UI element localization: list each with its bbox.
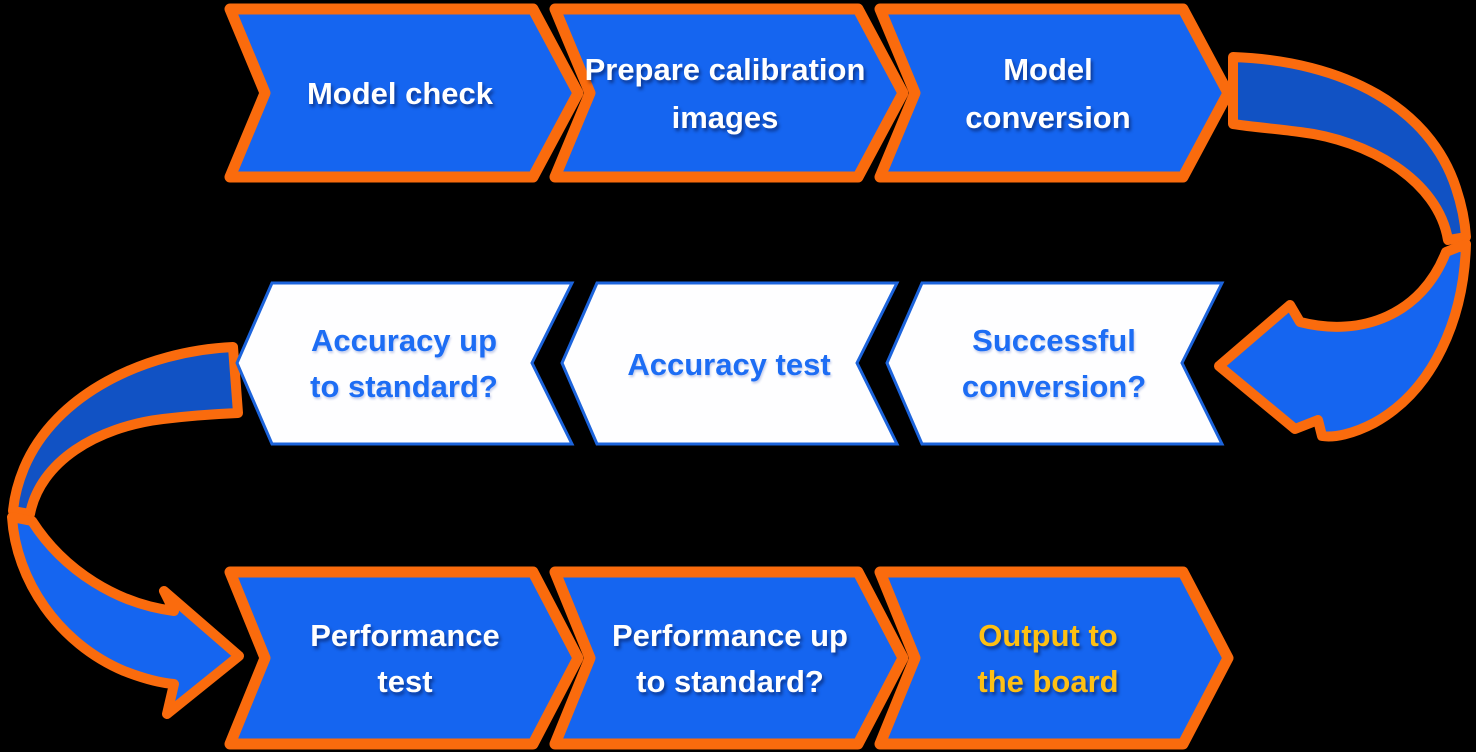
step-model-conversion-label-line1: Model [1003, 52, 1093, 87]
right-curved-arrow-head-band [1214, 239, 1471, 442]
step-model-check-label: Model check [307, 76, 494, 111]
step-successful-conversion-shape [885, 281, 1225, 446]
step-prepare-calibration-images-shape [549, 3, 909, 183]
step-performance-up-to-standard: Performance up to standard? [549, 566, 909, 750]
right-curved-arrow-upper-band [1228, 52, 1471, 245]
step-performance-up-to-standard-label-line1: Performance up [612, 618, 848, 653]
row-top: Model check Prepare calibration images M… [224, 3, 1234, 183]
step-accuracy-test-label: Accuracy test [627, 347, 830, 382]
step-accuracy-up-to-standard-label-line1: Accuracy up [311, 323, 497, 358]
step-output-to-the-board-label-line2: the board [977, 664, 1118, 699]
step-accuracy-up-to-standard: Accuracy up to standard? [235, 281, 575, 446]
step-prepare-calibration-images: Prepare calibration images [549, 3, 909, 183]
row-middle: Accuracy up to standard? Accuracy test S… [235, 281, 1225, 446]
row-bottom: Performance test Performance up to stand… [224, 566, 1234, 750]
left-curved-arrow-upper-band [8, 342, 243, 519]
step-output-to-the-board-shape [874, 566, 1234, 750]
step-performance-test-label-line1: Performance [310, 618, 500, 653]
step-model-conversion-shape [874, 3, 1234, 183]
step-performance-up-to-standard-shape [549, 566, 909, 750]
step-model-check-shape [224, 3, 584, 183]
step-prepare-calibration-images-label-line1: Prepare calibration [585, 52, 866, 87]
step-accuracy-up-to-standard-label-line2: to standard? [310, 369, 498, 404]
left-curved-arrow [7, 342, 244, 719]
step-model-conversion: Model conversion [874, 3, 1234, 183]
step-performance-test-shape [224, 566, 584, 750]
step-successful-conversion-label-line2: conversion? [962, 369, 1146, 404]
step-model-check: Model check [224, 3, 584, 183]
step-model-conversion-label-line2: conversion [965, 100, 1130, 135]
step-output-to-the-board-label-line1: Output to [978, 618, 1117, 653]
step-successful-conversion-label-line1: Successful [972, 323, 1136, 358]
step-accuracy-test-shape [560, 281, 900, 446]
right-curved-arrow [1214, 52, 1471, 442]
step-performance-up-to-standard-label-line2: to standard? [636, 664, 824, 699]
step-performance-test: Performance test [224, 566, 584, 750]
step-successful-conversion: Successful conversion? [885, 281, 1225, 446]
step-prepare-calibration-images-label-line2: images [672, 100, 779, 135]
step-performance-test-label-line2: test [377, 664, 432, 699]
step-accuracy-test: Accuracy test [560, 281, 900, 446]
step-accuracy-up-to-standard-shape [235, 281, 575, 446]
step-output-to-the-board: Output to the board [874, 566, 1234, 750]
left-curved-arrow-head-band [7, 512, 244, 719]
